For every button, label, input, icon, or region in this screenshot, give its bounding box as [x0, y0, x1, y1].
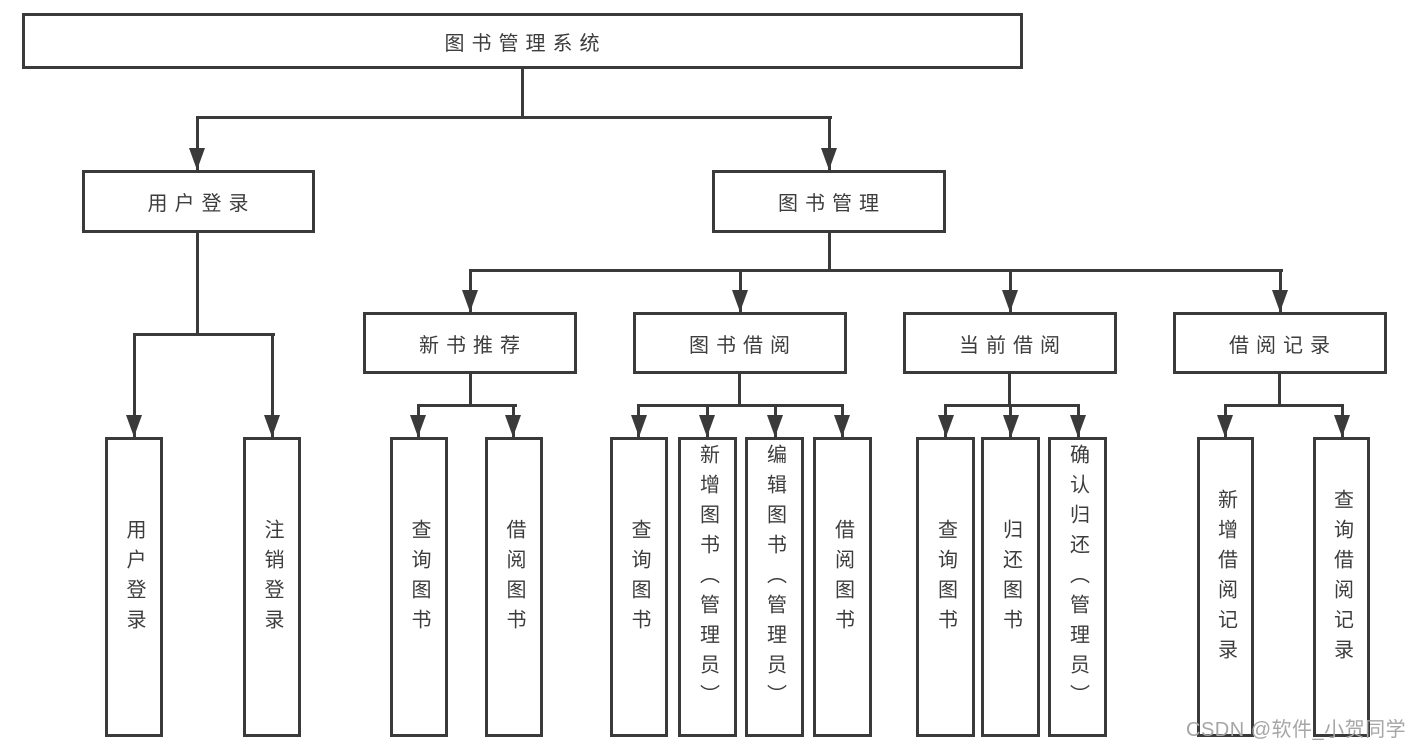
connector-line: [828, 231, 831, 272]
leaf-borrow-edit-books: 编辑图书（管理员）: [745, 437, 804, 737]
node-book-management: 图书管理: [712, 170, 946, 233]
leaf-borrow-add-books-label: 新增图书（管理员）: [696, 444, 719, 714]
connector-line: [828, 116, 831, 170]
connector-line: [637, 404, 844, 407]
arrow-down-icon: [938, 415, 954, 437]
leaf-current-query-books: 查询图书: [916, 437, 975, 737]
leaf-recommend-query-books: 查询图书: [390, 437, 448, 737]
connector-line: [469, 269, 1283, 272]
leaf-borrow-edit-books-label: 编辑图书（管理员）: [763, 444, 786, 714]
leaf-current-confirm-return-label: 确认归还（管理员）: [1066, 444, 1089, 714]
leaf-user-login: 用户登录: [105, 437, 163, 737]
leaf-borrow-query-books-label: 查询图书: [628, 519, 650, 639]
arrow-down-icon: [189, 148, 205, 170]
leaf-recommend-borrow-books: 借阅图书: [485, 437, 543, 737]
node-borrow-records: 借阅记录: [1173, 312, 1387, 374]
leaf-borrow-add-books: 新增图书（管理员）: [678, 437, 737, 737]
arrow-down-icon: [767, 415, 783, 437]
leaf-current-return-books-label: 归还图书: [999, 519, 1022, 639]
node-root: 图书管理系统: [22, 13, 1023, 69]
node-book-borrow: 图书借阅: [633, 312, 847, 374]
node-user-login-label: 用户登录: [147, 193, 256, 215]
leaf-logout-label: 注销登录: [261, 519, 283, 639]
node-root-label: 图书管理系统: [444, 32, 607, 55]
connector-line: [944, 404, 1080, 407]
arrow-down-icon: [126, 415, 142, 437]
node-new-book-recommend: 新书推荐: [363, 312, 577, 374]
leaf-records-add-label: 新增借阅记录: [1214, 489, 1237, 669]
arrow-down-icon: [1217, 415, 1233, 437]
connector-line: [1008, 373, 1011, 406]
arrow-down-icon: [1070, 415, 1086, 437]
leaf-current-return-books: 归还图书: [981, 437, 1040, 737]
node-current-borrow-label: 当前借阅: [959, 334, 1067, 357]
arrow-down-icon: [821, 148, 837, 170]
connector-line: [196, 116, 199, 170]
leaf-recommend-borrow-books-label: 借阅图书: [503, 519, 525, 639]
leaf-borrow-borrow-books-label: 借阅图书: [831, 519, 854, 639]
connector-line: [417, 404, 517, 407]
leaf-records-query: 查询借阅记录: [1313, 437, 1370, 737]
arrow-down-icon: [1002, 290, 1018, 312]
leaf-recommend-query-books-label: 查询图书: [408, 519, 430, 639]
connector-line: [196, 231, 199, 334]
arrow-down-icon: [732, 290, 748, 312]
arrow-down-icon: [631, 415, 647, 437]
leaf-records-add: 新增借阅记录: [1197, 437, 1254, 737]
arrow-down-icon: [1003, 415, 1019, 437]
connector-line: [133, 333, 275, 336]
arrow-down-icon: [834, 415, 850, 437]
leaf-borrow-borrow-books: 借阅图书: [813, 437, 872, 737]
arrow-down-icon: [264, 415, 280, 437]
connector-line: [196, 116, 832, 119]
arrow-down-icon: [410, 415, 426, 437]
leaf-user-login-label: 用户登录: [123, 519, 145, 639]
leaf-borrow-query-books: 查询图书: [610, 437, 668, 737]
node-book-borrow-label: 图书借阅: [689, 334, 797, 357]
arrow-down-icon: [462, 290, 478, 312]
arrow-down-icon: [1272, 290, 1288, 312]
arrow-down-icon: [505, 415, 521, 437]
node-user-login: 用户登录: [82, 170, 315, 233]
connector-line: [1224, 404, 1344, 407]
arrow-down-icon: [1334, 415, 1350, 437]
connector-line: [469, 373, 472, 406]
connector-line: [133, 333, 136, 437]
csdn-watermark: CSDN @软件_小贺同学: [1186, 719, 1405, 741]
connector-line: [1278, 373, 1281, 406]
node-current-borrow: 当前借阅: [903, 312, 1117, 374]
leaf-logout: 注销登录: [243, 437, 301, 737]
leaf-records-query-label: 查询借阅记录: [1330, 489, 1353, 669]
connector-line: [271, 333, 274, 437]
arrow-down-icon: [699, 415, 715, 437]
leaf-current-confirm-return: 确认归还（管理员）: [1048, 437, 1107, 737]
node-new-book-recommend-label: 新书推荐: [419, 334, 527, 357]
leaf-current-query-books-label: 查询图书: [934, 519, 957, 639]
connector-line: [738, 373, 741, 406]
node-book-management-label: 图书管理: [778, 193, 886, 215]
node-borrow-records-label: 借阅记录: [1229, 334, 1337, 357]
connector-line: [521, 67, 524, 118]
